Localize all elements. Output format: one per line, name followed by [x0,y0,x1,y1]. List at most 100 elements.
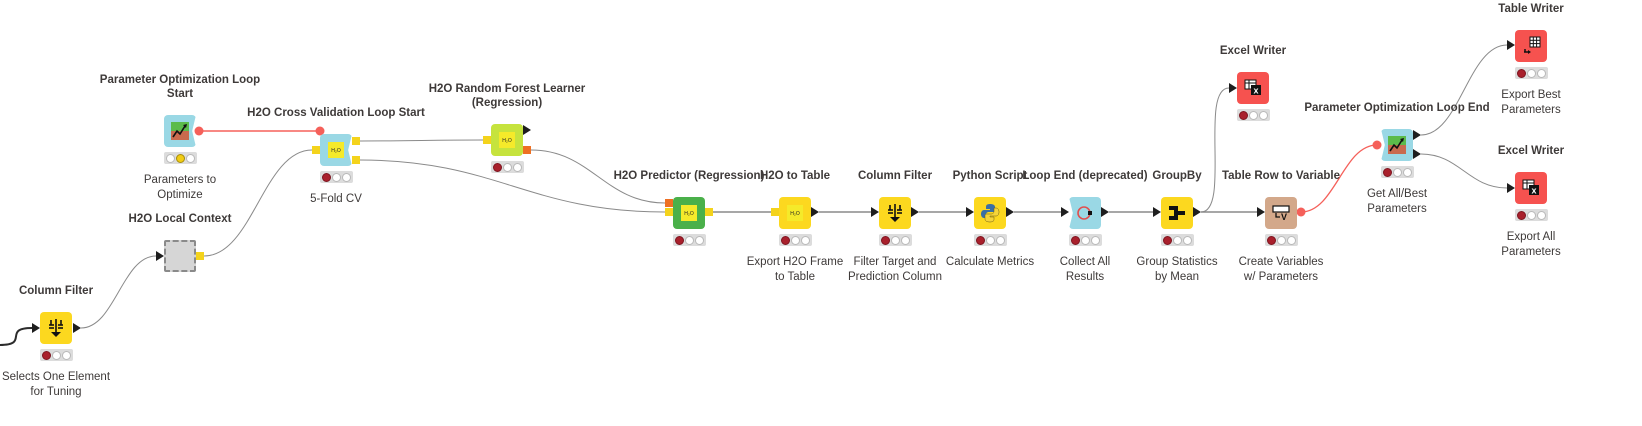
node-column-filter-1[interactable] [40,312,72,344]
data-port-triangle[interactable] [1193,207,1201,217]
data-port-triangle[interactable] [1413,149,1421,159]
data-port-triangle[interactable] [811,207,819,217]
node-title[interactable]: Loop End (deprecated) [1022,169,1147,183]
data-port-triangle[interactable] [1229,83,1237,93]
node-h2o-cv-loop-start[interactable]: H₂O [320,134,352,166]
node-excel-writer-2[interactable]: x [1515,172,1547,204]
status-light [1526,210,1536,220]
status-light [1392,167,1402,177]
data-port-triangle[interactable] [523,125,531,135]
data-port-triangle[interactable] [1507,40,1515,50]
node-title[interactable]: Excel Writer [1220,44,1286,58]
node-python-script[interactable] [974,197,1006,229]
h2o-icon: H₂O [320,134,352,166]
flow-variable-port[interactable] [315,126,325,136]
node-title[interactable]: Parameter Optimization Loop End [1304,101,1489,115]
status-light [1162,235,1172,245]
node-h2o-to-table[interactable]: H₂O [779,197,811,229]
node-status-indicator [974,234,1007,246]
node-table-row-to-variable[interactable]: V [1265,197,1297,229]
excel-writer-icon: x [1515,172,1547,209]
node-loop-end[interactable] [1069,197,1101,229]
data-port-triangle[interactable] [1061,207,1069,217]
node-groupby[interactable] [1161,197,1193,229]
node-title[interactable]: Column Filter [19,284,93,298]
status-light [996,235,1006,245]
connection[interactable] [0,327,33,346]
node-title[interactable]: H2O Cross Validation Loop Start [247,106,425,120]
data-port-triangle[interactable] [911,207,919,217]
connection[interactable] [359,139,484,142]
h2o-port[interactable] [352,156,360,164]
node-title-line: H2O Predictor (Regression) [613,170,765,182]
connection[interactable] [359,159,666,213]
h2o-port[interactable] [665,208,673,216]
connection[interactable] [1420,153,1508,189]
data-port-triangle[interactable] [1507,183,1515,193]
node-title[interactable]: H2O Predictor (Regression) [614,169,765,183]
node-column-filter-2[interactable] [879,197,911,229]
data-port-triangle[interactable] [32,323,40,333]
connection[interactable] [1420,44,1508,136]
node-title-line: Parameter Optimization Loop [99,74,261,86]
data-port-triangle[interactable] [1413,130,1421,140]
connection[interactable] [1200,87,1230,213]
node-title[interactable]: Table Writer [1498,2,1563,16]
h2o-port[interactable] [523,146,531,154]
node-h2o-rf-learner[interactable]: H₂O [491,124,523,156]
data-port-triangle[interactable] [871,207,879,217]
h2o-port[interactable] [705,208,713,216]
flow-variable-port[interactable] [1372,140,1382,150]
h2o-port[interactable] [483,136,491,144]
data-port-triangle[interactable] [966,207,974,217]
data-port-triangle[interactable] [73,323,81,333]
node-h2o-local-context[interactable] [164,240,196,272]
flow-variable-port[interactable] [1296,207,1306,217]
flow-variable-port[interactable] [194,126,204,136]
data-port-triangle[interactable] [1257,207,1265,217]
node-title[interactable]: GroupBy [1152,169,1201,183]
node-annotation[interactable]: 5-Fold CV [310,192,362,207]
node-title[interactable]: H2O to Table [760,169,830,183]
node-table-writer[interactable] [1515,30,1547,62]
connection[interactable] [80,255,157,329]
node-title[interactable]: Table Row to Variable [1222,169,1340,183]
data-port-triangle[interactable] [1153,207,1161,217]
h2o-port[interactable] [771,208,779,216]
node-title[interactable]: H2O Random Forest Learner(Regression) [429,82,586,110]
connection[interactable] [203,149,313,257]
node-param-opt-loop-end[interactable] [1381,129,1413,161]
node-excel-writer-1[interactable]: x [1237,72,1269,104]
h2o-port[interactable] [196,252,204,260]
data-port-triangle[interactable] [1006,207,1014,217]
h2o-port[interactable] [665,199,673,207]
data-port-triangle[interactable] [1101,207,1109,217]
node-param-opt-loop-start[interactable] [164,115,196,147]
data-port-triangle[interactable] [156,251,164,261]
node-h2o-predictor[interactable]: H₂O [673,197,705,229]
node-annotation-line: Group Statistics [1136,256,1218,268]
h2o-port[interactable] [312,146,320,154]
node-title-line: H2O to Table [759,170,831,182]
h2o-port[interactable] [352,137,360,145]
connection[interactable] [530,149,666,204]
status-light [342,172,352,182]
node-title[interactable]: Python Script [953,169,1028,183]
node-title[interactable]: Column Filter [858,169,932,183]
node-title[interactable]: H2O Local Context [129,212,232,226]
flow-variable-connection[interactable] [1300,144,1378,213]
node-annotation[interactable]: Calculate Metrics [946,255,1034,270]
node-title[interactable]: Excel Writer [1498,144,1564,158]
